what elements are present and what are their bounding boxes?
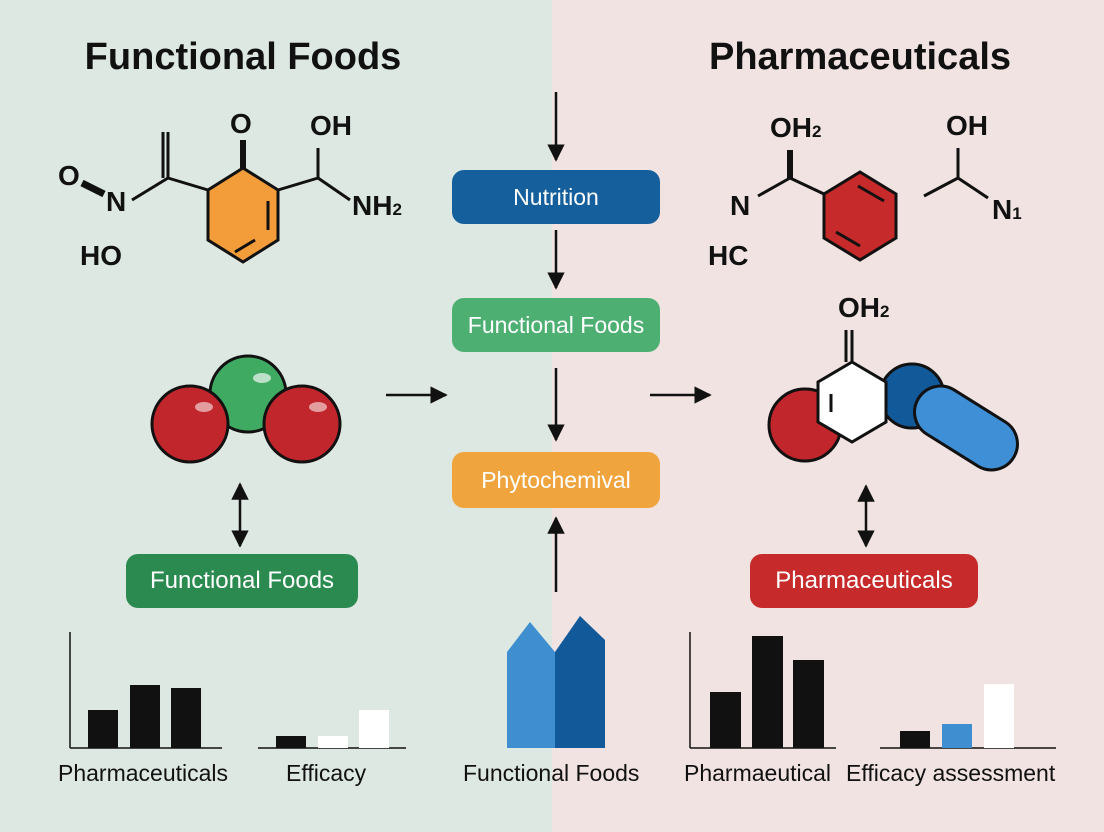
right-n1-bond — [957, 176, 989, 200]
right-small-chart-bar — [942, 724, 972, 748]
right-n-bond — [757, 176, 791, 198]
right-chain-bond-2 — [923, 176, 959, 198]
left-atom-n: N — [106, 186, 127, 217]
right-ring-double-bond-lower — [835, 230, 861, 248]
left-nh-bond — [317, 176, 351, 202]
left-atom-o: O — [58, 160, 80, 191]
right-atom-n1-subscript: 1 — [1012, 204, 1022, 223]
left-n-bond — [131, 176, 169, 202]
right-chart-bar — [793, 660, 824, 748]
mini-charts — [69, 616, 1056, 749]
right-small-chart-caption: Efficacy assessment — [846, 760, 1056, 786]
right-atom-n1: N1 — [992, 194, 1022, 226]
left-chart-bar — [130, 685, 160, 748]
right-molecule-structure — [757, 148, 989, 262]
right-atom-oh: OH — [946, 110, 988, 141]
right-chart-caption: Pharmaeutical — [684, 760, 832, 786]
left-atom-nh-text: NH — [352, 190, 393, 221]
right-atom-n: N — [730, 190, 751, 221]
functional-foods-box: Functional Foods — [452, 298, 660, 352]
pharmaceuticals-badge: Pharmaceuticals — [750, 554, 978, 608]
red-sphere-left-highlight — [195, 402, 213, 412]
red-sphere-right-highlight — [309, 402, 327, 412]
left-chart-caption: Pharmaceuticals — [58, 760, 229, 786]
capsule-benzene-ring — [816, 360, 888, 444]
right-title: Pharmaceuticals — [708, 36, 1012, 78]
right-small-chart-bar — [984, 684, 1014, 748]
right-atom-n1-text: N — [992, 194, 1013, 225]
left-atom-oh: OH — [310, 110, 352, 141]
blue-capsule — [913, 384, 1019, 472]
left-small-chart-bar — [359, 710, 389, 748]
left-small-chart-bar — [276, 736, 306, 748]
right-chain-bond — [789, 176, 825, 196]
functional-foods-badge: Functional Foods — [126, 554, 358, 608]
right-atom-oh2-top: OH2 — [770, 112, 821, 144]
center-chart-caption: Functional Foods — [463, 760, 640, 786]
left-small-chart-caption: Efficacy — [286, 760, 367, 786]
nutrition-box: Nutrition — [452, 170, 660, 224]
right-atom-oh-top-text: OH — [770, 112, 812, 143]
right-atom-oh2-capsule: OH2 — [838, 292, 889, 324]
right-atom-oh-top-subscript: 2 — [812, 122, 822, 141]
left-ring-double-bond-lower — [234, 238, 256, 254]
left-atom-ho: HO — [80, 240, 122, 271]
left-small-chart-bar — [318, 736, 348, 748]
left-chain-bond — [167, 176, 209, 192]
left-chart-bar — [88, 710, 118, 748]
left-chart-bar — [171, 688, 201, 748]
right-small-chart-bar — [900, 731, 930, 748]
left-molecule-structure — [80, 132, 351, 264]
right-chart-bar — [752, 636, 783, 748]
left-sphere-molecule — [150, 354, 342, 464]
red-sphere-left — [150, 384, 230, 464]
center-chart-bar-light — [507, 622, 555, 748]
left-wedge-bond — [80, 179, 106, 198]
phytochemical-box: Phytochemival — [452, 452, 660, 508]
green-sphere-highlight — [253, 373, 271, 383]
left-oh-chain-bond — [277, 176, 319, 192]
center-chart-bar-dark — [555, 616, 605, 748]
left-title: Functional Foods — [84, 36, 402, 78]
red-sphere-right — [262, 384, 342, 464]
right-atom-oh2-text: OH — [838, 292, 880, 323]
right-benzene-ring — [822, 170, 898, 262]
right-ring-double-bond — [857, 184, 885, 203]
left-atom-nh-subscript: 2 — [392, 200, 402, 219]
right-atom-hc: HC — [708, 240, 749, 271]
right-chart-bar — [710, 692, 741, 748]
right-atom-oh2-subscript: 2 — [880, 302, 890, 321]
right-capsule-molecule — [767, 330, 1019, 472]
left-atom-o-top: O — [230, 108, 252, 139]
left-atom-nh2: NH2 — [352, 190, 402, 222]
